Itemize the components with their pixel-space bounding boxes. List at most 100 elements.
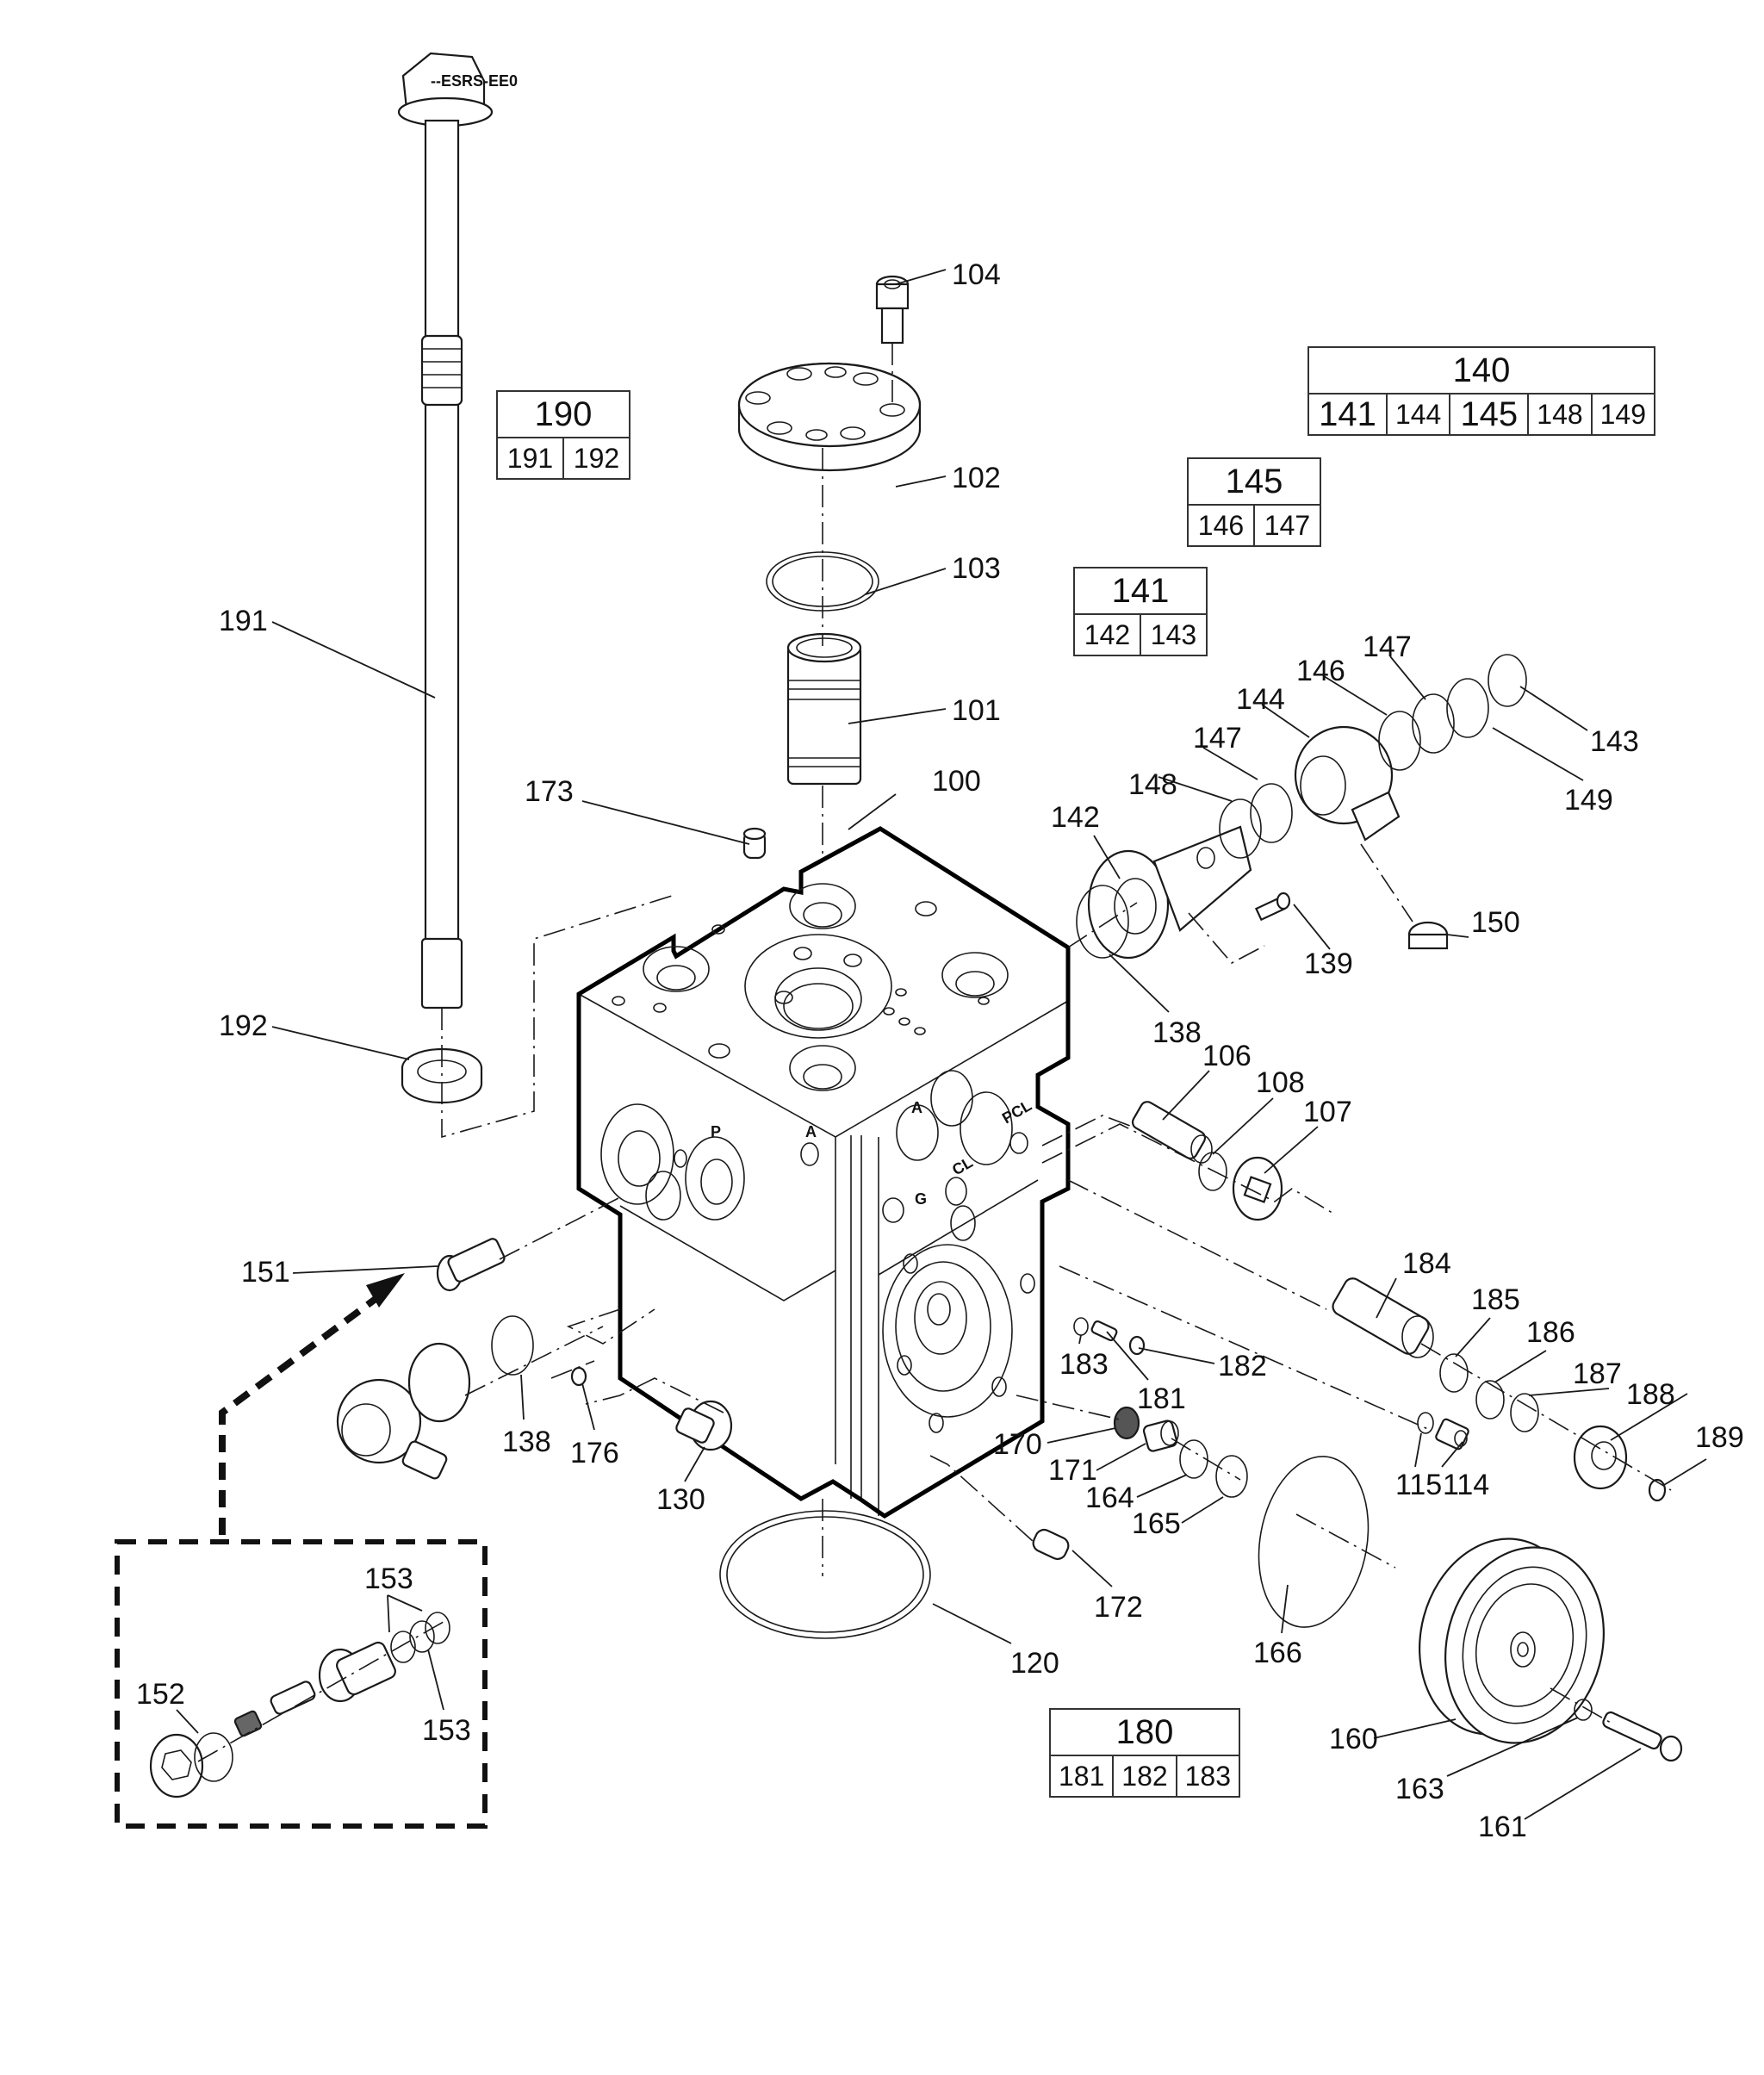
callout-183: 183 [1059,1348,1109,1381]
detail-arrow-line [219,1293,382,1535]
kit-table-145-item: 146 [1187,504,1255,547]
callout-138-right: 138 [1152,1016,1202,1049]
pin-172 [1032,1528,1070,1561]
o-ring-138-left [491,1315,534,1376]
callout-107: 107 [1303,1096,1352,1128]
axis-184 [1041,1123,1672,1491]
callout-147-lower: 148 [1128,768,1177,801]
callout-151: 152 [136,1678,185,1711]
callout-149: 150 [1471,906,1520,939]
callout-103: 103 [952,552,1001,585]
axis-106 [1041,1115,1138,1146]
plug-114 [1435,1418,1469,1451]
seal-ring-146-lower [1250,783,1293,843]
callout-186: 186 [1526,1316,1575,1349]
callout-152: 153 [364,1562,413,1595]
screw-161 [1602,1711,1683,1762]
callout-173: 173 [525,775,574,808]
callout-182: 182 [1218,1350,1267,1382]
kit-table-140-title: 140 [1307,346,1655,394]
detail-150-exploded [149,1612,450,1799]
bushing-171 [1142,1420,1179,1452]
kit-table-140-item: 144 [1385,393,1451,436]
callout-104: 104 [952,258,1001,291]
callout-115: 115 [1395,1469,1442,1501]
kit-table-180-item: 182 [1112,1755,1177,1798]
kit-table-145: 145 146 147 [1187,457,1321,547]
o-ring-185 [1439,1353,1469,1393]
kit-table-140-item: 149 [1590,393,1656,436]
callout-176: 176 [570,1437,619,1469]
tie-rod-191: --ESRS-EE0 [397,52,518,1010]
o-ring-166 [1258,1456,1370,1628]
callout-189: 189 [1695,1421,1744,1454]
cartridge-valve-184 [1332,1277,1434,1358]
kit-table-190: 190 191 192 [496,390,630,480]
cap-149 [1407,921,1449,950]
port-mark-a-left: A [805,1123,817,1140]
kit-table-180-item: 183 [1175,1755,1241,1798]
plug-107 [1232,1156,1283,1221]
banjo-housing-144 [1294,725,1401,842]
port-mark-p: P [711,1123,721,1140]
seal-ring-146-upper [1378,711,1421,771]
backup-ring-186 [1475,1380,1505,1420]
kit-table-180-item: 181 [1048,1755,1115,1798]
callout-142: 142 [1051,801,1100,834]
callout-185: 185 [1471,1283,1520,1316]
port-mark-a-right: A [911,1099,922,1116]
kit-table-145-title: 145 [1187,457,1321,506]
callout-101: 101 [952,694,1001,727]
washer-164 [1179,1439,1208,1479]
kit-table-140-item: 145 [1449,393,1530,436]
callout-144: 144 [1236,683,1285,716]
axis-left [464,1196,724,1413]
callout-146-upper: 146 [1296,655,1345,687]
callout-192: 192 [219,1010,268,1042]
callout-160: 160 [1329,1723,1378,1755]
o-ring-183 [1073,1317,1089,1336]
kit-table-141-title: 141 [1073,567,1208,615]
screw-104 [875,275,910,345]
callout-164: 164 [1085,1482,1134,1514]
o-ring-115 [1417,1412,1434,1434]
callout-172: 172 [1094,1591,1143,1624]
screw-139 [1254,892,1291,922]
plug-182 [1128,1335,1146,1356]
end-cover-160 [1419,1538,1605,1744]
plug-130 [675,1400,733,1451]
callout-161: 161 [1478,1811,1527,1843]
fitting-181 [1090,1320,1118,1342]
callout-153: 153 [422,1714,471,1747]
axis-170 [929,1395,1241,1543]
kit-table-140-item: 141 [1307,393,1388,436]
callout-148: 149 [1564,784,1613,817]
callout-181: 181 [1137,1382,1186,1415]
cover-flange-102 [737,362,922,472]
flange-adapter-142 [1087,825,1252,960]
o-ring-138-right [1076,885,1129,959]
callout-106: 106 [1202,1040,1252,1072]
callout-187: 187 [1573,1357,1622,1390]
axis-160 [1295,1513,1612,1724]
kit-table-140-item: 148 [1527,393,1593,436]
callout-138-left: 138 [502,1426,551,1458]
callout-130: 130 [656,1483,705,1516]
port-mark-g: G [915,1190,927,1208]
o-ring-187 [1510,1393,1539,1432]
cap-189 [1648,1478,1667,1502]
cartridge-valve-106 [1131,1101,1213,1164]
callout-143: 143 [1590,725,1639,758]
callout-166: 166 [1253,1637,1302,1669]
orifice-plug-176 [570,1366,587,1387]
kit-table-141-item: 143 [1140,613,1208,656]
kit-table-140: 140 141 144 145 148 149 [1307,346,1656,436]
retaining-ring-143 [1488,654,1527,707]
callout-171: 171 [1048,1454,1097,1487]
cartridge-sleeve-101 [786,632,862,786]
kit-table-190-item: 192 [562,437,630,480]
kit-table-180: 180 181 182 183 [1048,1708,1241,1798]
kit-table-141-item: 142 [1073,613,1141,656]
callout-100: 100 [932,765,981,798]
